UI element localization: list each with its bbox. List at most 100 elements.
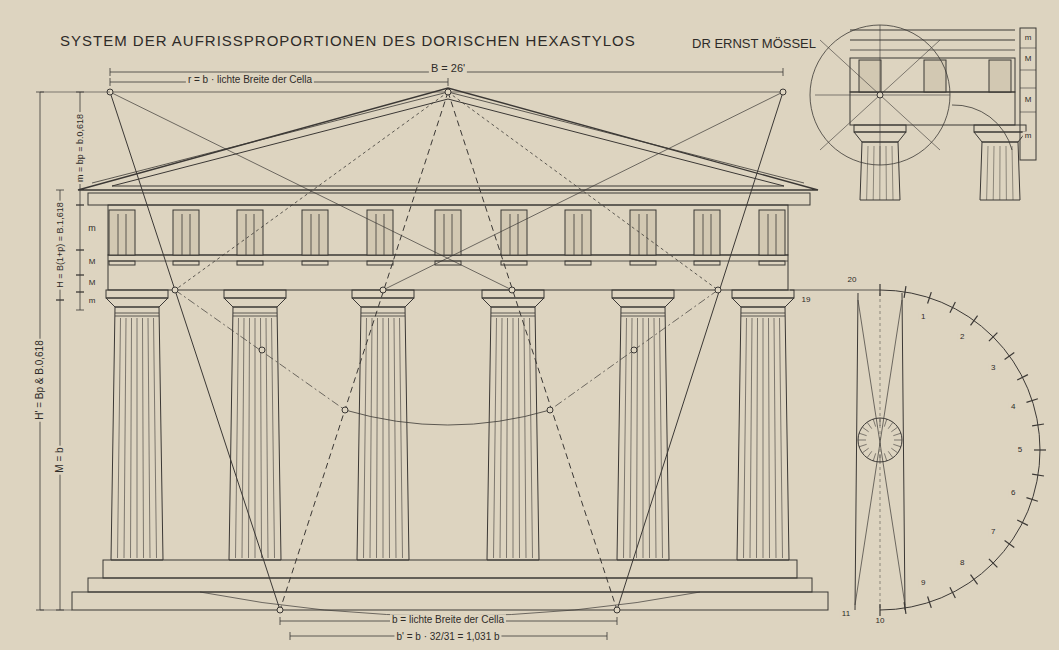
flute bbox=[867, 146, 868, 200]
flute bbox=[893, 444, 901, 446]
construction-point bbox=[614, 607, 620, 613]
tick bbox=[928, 292, 932, 303]
dimension-label: M bbox=[87, 278, 98, 287]
abacus bbox=[732, 290, 794, 298]
flute bbox=[880, 418, 881, 426]
triglyph-block bbox=[759, 210, 785, 255]
tick bbox=[280, 617, 281, 625]
flute bbox=[383, 318, 384, 558]
glyph bbox=[376, 214, 377, 255]
echinus bbox=[612, 298, 674, 307]
glyph bbox=[254, 214, 255, 255]
flute bbox=[894, 440, 902, 441]
construction-point bbox=[259, 347, 265, 353]
glyph bbox=[118, 214, 119, 255]
dimension-label: M = b bbox=[54, 445, 66, 474]
flute bbox=[500, 318, 502, 558]
glyph bbox=[768, 214, 769, 255]
division-number: 10 bbox=[874, 616, 887, 625]
dimension-label: B = 26' bbox=[429, 62, 467, 75]
flute bbox=[660, 318, 663, 558]
glyph bbox=[444, 214, 445, 255]
dimension-label: H = B(1+p) = B.1,618 bbox=[55, 200, 65, 289]
echinus bbox=[974, 132, 1026, 142]
construction-point bbox=[172, 287, 178, 293]
diagonal bbox=[383, 92, 783, 290]
flute bbox=[993, 146, 995, 200]
tick bbox=[1005, 352, 1015, 359]
flute bbox=[131, 318, 132, 558]
tick bbox=[607, 632, 608, 640]
flute bbox=[519, 318, 520, 558]
tick bbox=[1034, 449, 1046, 450]
tick bbox=[76, 250, 84, 251]
necking bbox=[115, 313, 159, 314]
triglyph-block bbox=[302, 210, 328, 255]
tick bbox=[617, 617, 618, 625]
flute bbox=[154, 318, 157, 558]
flute bbox=[242, 318, 244, 558]
flute bbox=[148, 318, 150, 558]
diagonal bbox=[858, 300, 905, 605]
tick bbox=[1032, 474, 1044, 476]
echinus bbox=[732, 298, 794, 307]
flute bbox=[873, 146, 875, 200]
echinus bbox=[352, 298, 414, 307]
tick bbox=[1020, 48, 1036, 49]
glyph bbox=[647, 214, 648, 255]
necking bbox=[361, 316, 405, 317]
triglyph bbox=[173, 210, 199, 265]
tick bbox=[76, 205, 84, 206]
column-outline bbox=[902, 293, 905, 610]
flute bbox=[750, 318, 752, 558]
triglyph bbox=[109, 210, 135, 265]
raking-cornice bbox=[92, 92, 448, 183]
tick bbox=[1032, 424, 1044, 426]
division-number: 20 bbox=[846, 275, 859, 284]
triglyph-block bbox=[237, 210, 263, 255]
division-number: 7 bbox=[989, 528, 997, 537]
construction-lines bbox=[107, 89, 786, 616]
glyph bbox=[582, 214, 583, 255]
tick bbox=[1020, 112, 1036, 113]
flute bbox=[624, 318, 627, 558]
necking bbox=[621, 313, 665, 314]
diagonal bbox=[110, 92, 280, 610]
flute bbox=[867, 451, 872, 457]
tick bbox=[110, 68, 111, 76]
diagonal bbox=[855, 300, 902, 605]
architrave bbox=[850, 92, 1015, 125]
flute bbox=[769, 318, 770, 558]
tick bbox=[448, 78, 449, 86]
triglyph bbox=[859, 60, 881, 92]
diagonal bbox=[448, 92, 617, 610]
flute bbox=[124, 318, 126, 558]
tick bbox=[1020, 88, 1036, 89]
stylobate-step bbox=[72, 592, 828, 610]
abacus bbox=[224, 290, 286, 298]
tick bbox=[76, 250, 84, 251]
triglyph bbox=[694, 210, 720, 265]
diagonal bbox=[175, 290, 345, 410]
flute bbox=[859, 444, 867, 446]
triglyph bbox=[924, 60, 946, 92]
flute bbox=[891, 448, 897, 453]
flute bbox=[862, 448, 868, 453]
flute bbox=[643, 318, 644, 558]
abacus bbox=[612, 290, 674, 298]
column-outline bbox=[855, 293, 858, 610]
regula bbox=[237, 261, 263, 265]
necking bbox=[115, 316, 159, 317]
glyph bbox=[319, 214, 320, 255]
regula bbox=[367, 261, 393, 265]
tick bbox=[1005, 541, 1015, 548]
regula bbox=[759, 261, 785, 265]
column-section bbox=[858, 418, 902, 462]
triglyph-block bbox=[109, 210, 135, 255]
construction-point bbox=[509, 287, 515, 293]
flute bbox=[266, 318, 268, 558]
triglyph-block bbox=[565, 210, 591, 255]
flute bbox=[873, 453, 875, 461]
glyph bbox=[452, 214, 453, 255]
